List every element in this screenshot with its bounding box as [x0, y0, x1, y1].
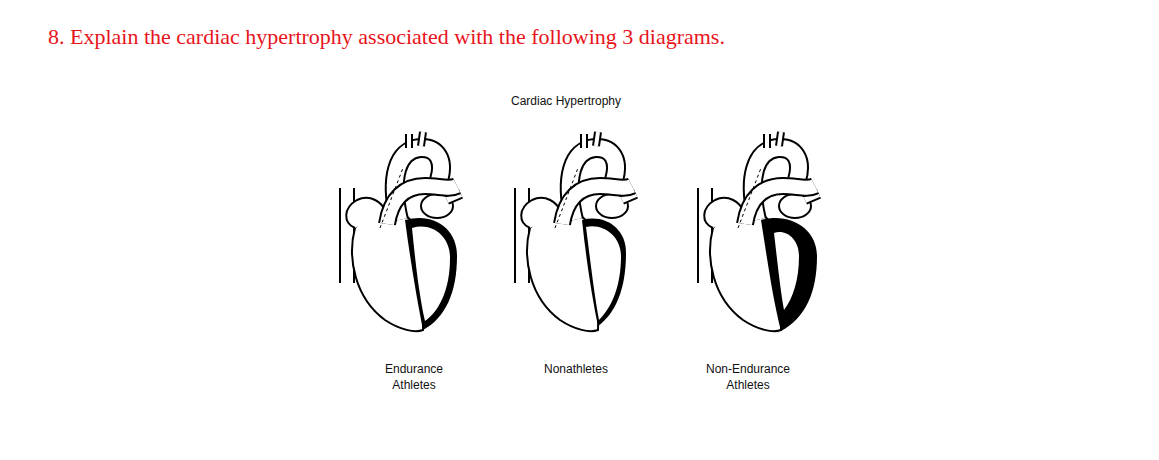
- question-title: 8. Explain the cardiac hypertrophy assoc…: [48, 24, 725, 50]
- heart-caption: Endurance Athletes: [377, 361, 452, 393]
- heart-caption: Non-Endurance Athletes: [698, 361, 798, 393]
- heart-caption: Nonathletes: [544, 361, 608, 377]
- figure-heading: Cardiac Hypertrophy: [511, 93, 621, 109]
